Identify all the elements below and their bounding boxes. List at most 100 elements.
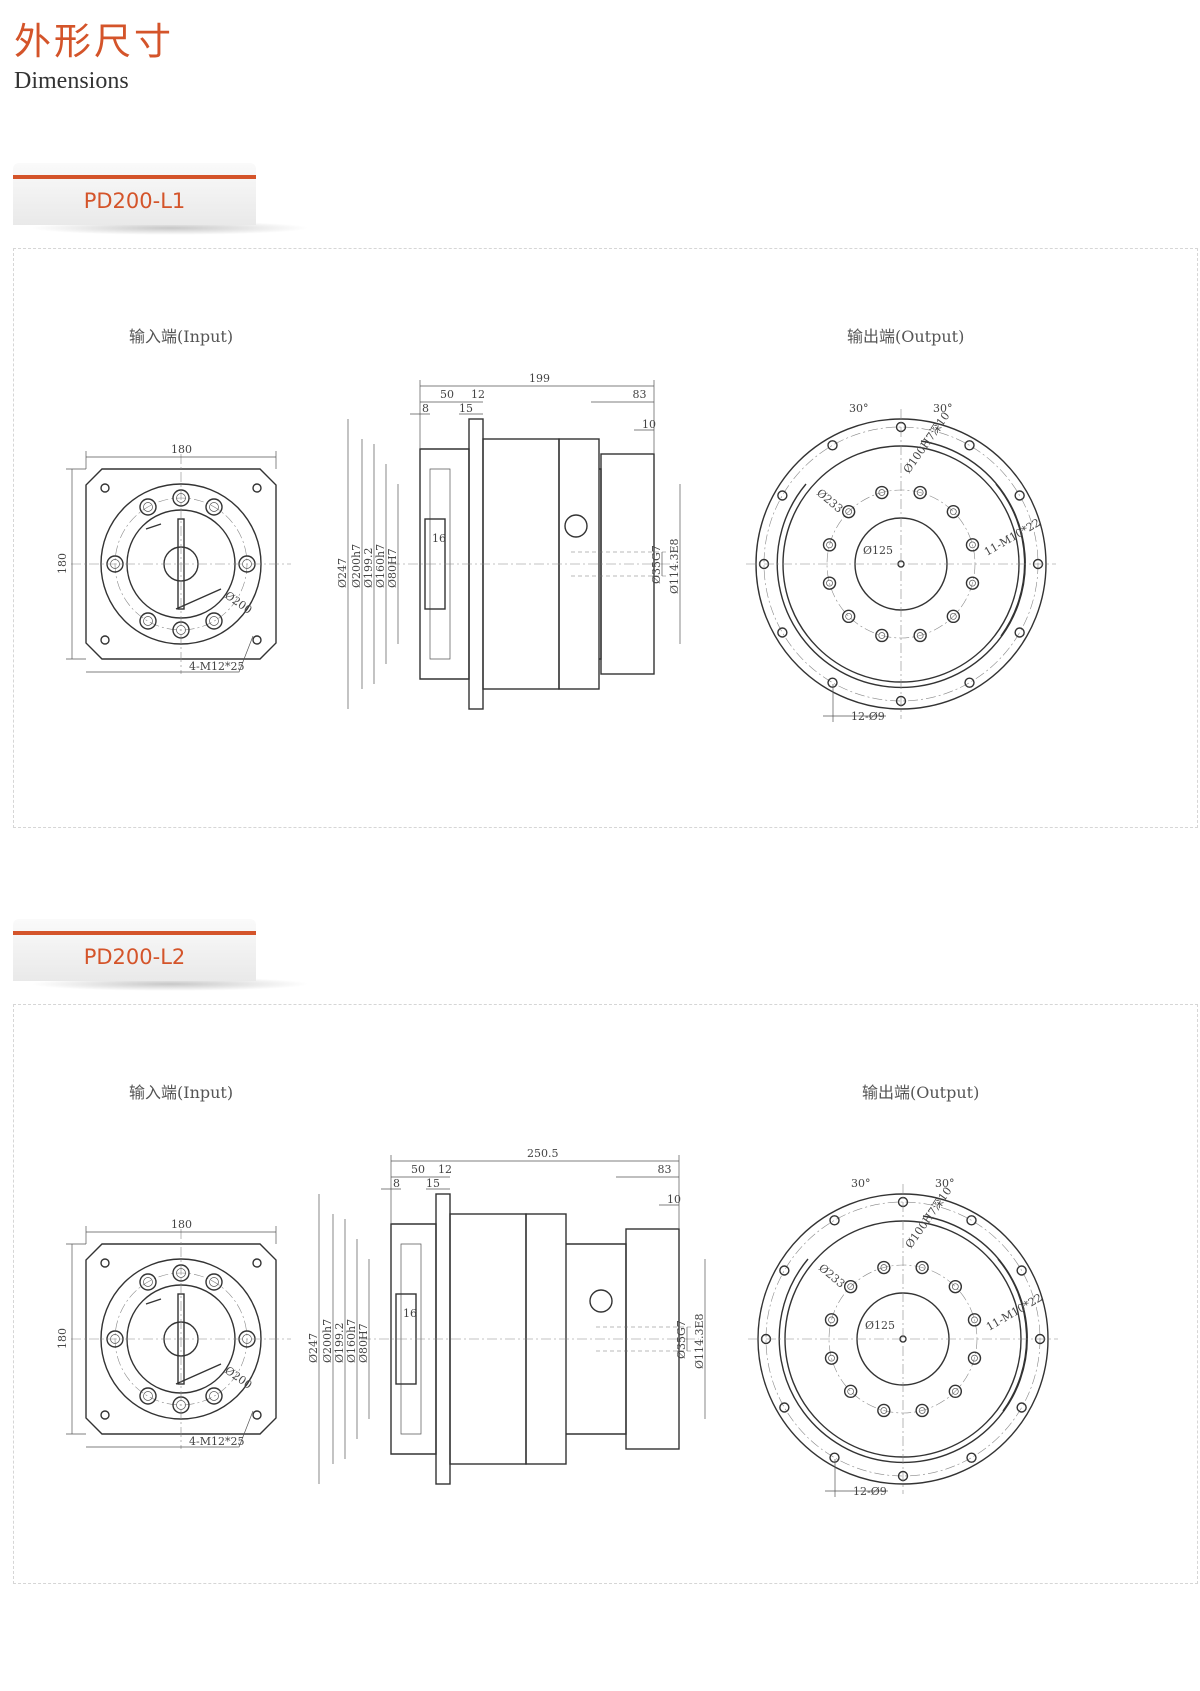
dim-total-length-label: 199 xyxy=(529,372,550,385)
dim-35-label: Ø35G7 xyxy=(650,545,663,584)
dim-angle-left-label: 30° xyxy=(851,1177,871,1190)
input-holes-leader xyxy=(86,1410,254,1448)
dim-8-label: 8 xyxy=(393,1177,400,1190)
output-thread-hole xyxy=(948,1279,963,1294)
dim-input-holes-label: 4-M12*25 xyxy=(189,660,244,673)
output-thread-hole-inner xyxy=(969,579,976,587)
input-side-label: 输入端(Input) xyxy=(129,1083,233,1102)
input-corner-hole xyxy=(252,483,262,493)
output-thread-hole-inner xyxy=(971,1354,978,1362)
output-mount-hole xyxy=(829,1215,840,1226)
input-bolt-hole-inner xyxy=(209,616,219,626)
dim-input-holes-label: 4-M12*25 xyxy=(189,1435,244,1448)
dim-bolt-circle-label: Ø200 xyxy=(222,589,254,617)
dim-233-label: Ø233 xyxy=(816,1261,847,1290)
dim-total-length-line xyxy=(419,380,655,454)
output-thread-hole xyxy=(824,1351,839,1365)
output-thread-hole-inner xyxy=(971,1316,978,1324)
dim-width-label: 180 xyxy=(171,443,192,456)
output-mount-hole xyxy=(1016,1265,1027,1276)
dim-12-label: 12 xyxy=(471,388,485,401)
dim-height-label: 180 xyxy=(56,553,69,574)
dim-bolt-circle-label: Ø200 xyxy=(222,1364,254,1392)
model-name: PD200-L2 xyxy=(83,945,186,969)
output-mount-hole xyxy=(777,627,788,638)
output-thread-hole-inner xyxy=(916,489,924,496)
output-thread-hole-inner xyxy=(918,1264,926,1271)
output-thread-hole xyxy=(965,538,980,552)
dim-out-holes-label: 12-Ø9 xyxy=(851,710,885,723)
dim-out-holes-label: 12-Ø9 xyxy=(853,1485,887,1498)
output-thread-hole xyxy=(915,1260,929,1275)
dim-diameter-label: Ø160h7 xyxy=(345,1319,358,1363)
side-output-bore xyxy=(596,1326,694,1352)
output-thread-hole-inner xyxy=(847,1387,855,1395)
output-thread-hole xyxy=(967,1313,982,1327)
output-mount-hole xyxy=(827,440,838,451)
side-vent-hole xyxy=(564,514,588,538)
side-output-bore xyxy=(571,551,669,577)
output-mount-hole xyxy=(966,1215,977,1226)
output-thread-hole xyxy=(965,576,980,590)
output-thread-hole-inner xyxy=(916,632,924,639)
output-thread-hole-inner xyxy=(828,1316,835,1324)
dim-diameter-label: Ø247 xyxy=(307,1333,320,1363)
page-title-en: Dimensions xyxy=(14,68,129,94)
dim-125-label: Ø125 xyxy=(865,1319,895,1332)
dim-out-threads-label: 11-M10*22 xyxy=(982,516,1043,559)
dim-114-label: Ø114.3E8 xyxy=(693,1313,706,1369)
dim-12-label: 12 xyxy=(438,1163,452,1176)
output-thread-hole-inner xyxy=(951,1283,959,1291)
output-thread-hole xyxy=(875,628,889,643)
dim-233-label: Ø233 xyxy=(814,486,845,515)
dim-diameter-label: Ø200h7 xyxy=(321,1319,334,1363)
dim-83-label: 83 xyxy=(658,1163,672,1176)
dim-114-label: Ø114.3E8 xyxy=(668,538,681,594)
output-mount-hole xyxy=(829,1452,840,1463)
dim-diameter-label: Ø80H7 xyxy=(386,548,399,588)
model-tab-2: PD200-L2 xyxy=(13,919,256,981)
output-mount-hole xyxy=(964,440,975,451)
dim-key-label: 16 xyxy=(403,1307,417,1320)
output-thread-hole-inner xyxy=(880,1264,888,1271)
output-side-label: 输出端(Output) xyxy=(847,327,964,346)
input-corner-hole xyxy=(252,635,262,645)
dim-angle-right-label: 30° xyxy=(935,1177,955,1190)
input-flange-outline xyxy=(85,468,277,660)
tab-accent-bar xyxy=(13,931,256,935)
input-bolt-hole-inner xyxy=(143,1391,153,1401)
dim-diameter-label: Ø199.2 xyxy=(362,547,375,588)
output-thread-hole-inner xyxy=(847,1283,855,1291)
dim-width-label: 180 xyxy=(171,1218,192,1231)
output-thread-hole-inner xyxy=(878,632,886,639)
model-tab-1: PD200-L1 xyxy=(13,163,256,225)
dim-angle-right-label: 30° xyxy=(933,402,953,415)
dim-diameter-label: Ø247 xyxy=(336,558,349,588)
dim-125-label: Ø125 xyxy=(863,544,893,557)
output-mount-hole xyxy=(779,1402,790,1413)
output-thread-hole xyxy=(913,628,927,643)
output-thread-hole-inner xyxy=(880,1407,888,1414)
tab-accent-bar xyxy=(13,175,256,179)
output-thread-hole xyxy=(877,1403,891,1418)
output-thread-hole xyxy=(877,1260,891,1275)
output-thread-hole-inner xyxy=(826,541,833,549)
dim-10-label: 10 xyxy=(667,1193,681,1206)
dim-key-label: 16 xyxy=(432,532,446,545)
dim-total-length-line xyxy=(390,1155,680,1229)
input-side-label: 输入端(Input) xyxy=(129,327,233,346)
output-mount-hole xyxy=(966,1452,977,1463)
dim-diameter-label: Ø200h7 xyxy=(350,544,363,588)
input-bolt-hole xyxy=(205,1273,223,1291)
output-thread-hole-inner xyxy=(951,1387,959,1395)
output-thread-hole xyxy=(946,609,961,624)
output-mount-hole xyxy=(964,677,975,688)
input-bolt-hole-inner xyxy=(209,1277,219,1287)
dim-height-line xyxy=(66,468,86,660)
dim-15-label: 15 xyxy=(426,1177,440,1190)
